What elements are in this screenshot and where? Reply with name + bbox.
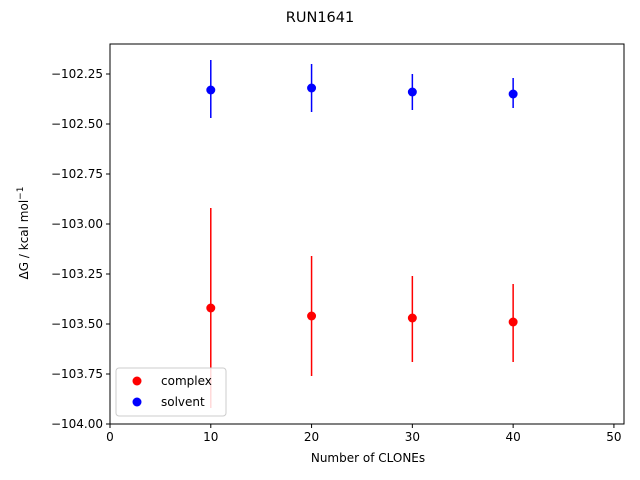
legend-box [115,367,227,417]
x-tick-label: 10 [203,430,218,444]
x-tick-label: 40 [505,430,520,444]
solvent-point [307,83,317,93]
y-tick-label: −102.50 [51,117,103,131]
axes-frame [109,43,625,425]
solvent-point [508,89,518,99]
legend-marker-complex [132,376,142,386]
plot-area: 0 10 20 30 40 50 −104.00 −103.75 −103.50 −103.25 −… [51,43,625,444]
y-tick-label: −102.75 [51,167,103,181]
legend-label-complex: complex [161,374,212,388]
legend: complex solvent [115,367,227,417]
complex-point [206,303,216,313]
solvent-point [407,87,417,97]
y-tick-label: −103.00 [51,217,103,231]
y-axis-label-superscript: −1 [16,187,26,200]
complex-point [407,313,417,323]
x-axis-label: Number of CLONEs [311,451,425,465]
y-axis-label: ΔG / kcal mol−1 [16,187,31,280]
y-tick-label: −103.25 [51,267,103,281]
legend-marker-solvent [132,397,142,407]
y-tick-label: −103.75 [51,367,103,381]
complex-point [307,311,317,321]
y-axis-label-main: ΔG / kcal mol [17,200,31,280]
chart-title: RUN1641 [286,10,354,26]
complex-point [508,317,518,327]
y-tick-label: −103.50 [51,317,103,331]
series-solvent [206,60,518,118]
x-tick-label: 50 [606,430,621,444]
solvent-point [206,85,216,95]
y-tick-label: −104.00 [51,417,103,431]
legend-label-solvent: solvent [161,395,205,409]
x-tick-label: 20 [304,430,319,444]
x-tick-label: 30 [405,430,420,444]
x-tick-label: 0 [106,430,114,444]
y-tick-label: −102.25 [51,67,103,81]
